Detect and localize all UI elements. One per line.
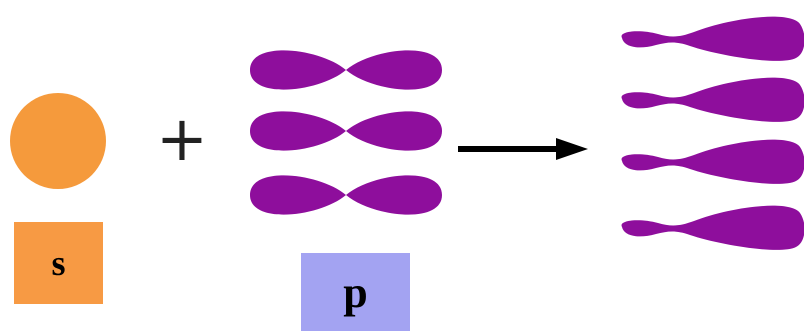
reaction-arrow	[458, 138, 588, 160]
p-label-box: p	[301, 253, 410, 331]
s-label-box: s	[14, 222, 103, 304]
hybrid-orbital	[621, 77, 804, 122]
hybrid-orbital	[621, 139, 804, 184]
s-label: s	[51, 243, 66, 283]
p-orbital-dumbbell	[250, 111, 442, 151]
hybrid-orbital	[621, 16, 804, 61]
plus-operator: +	[156, 102, 208, 175]
hybrid-orbitals	[621, 16, 804, 250]
p-orbitals	[250, 50, 442, 215]
p-label: p	[343, 267, 368, 317]
hybrid-orbital	[621, 205, 804, 250]
p-orbital-dumbbell	[250, 175, 442, 215]
p-orbital-dumbbell	[250, 50, 442, 90]
s-orbital-sphere	[10, 93, 106, 189]
